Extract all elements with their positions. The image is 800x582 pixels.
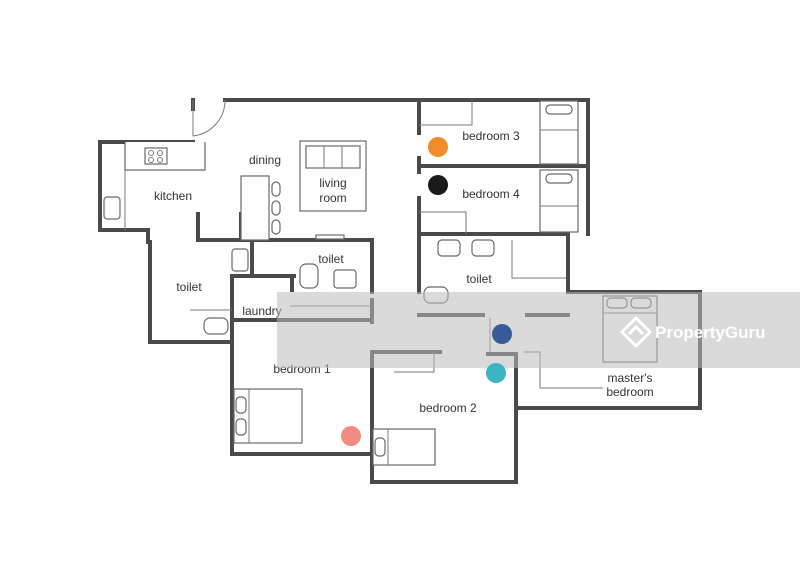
marker-bedroom-3[interactable] xyxy=(428,137,448,157)
label-laundry: laundry xyxy=(242,304,281,318)
label-toilet-center: toilet xyxy=(318,252,344,266)
watermark-band xyxy=(277,292,800,368)
markers xyxy=(341,137,512,446)
label-living-line2: room xyxy=(319,191,346,205)
left-toilet-fixtures xyxy=(203,248,249,335)
kitchen-fixtures xyxy=(103,142,206,230)
bedroom-2-bed xyxy=(372,428,436,466)
dining-table xyxy=(240,175,281,241)
room-labels: kitchen dining living room bedroom 3 bed… xyxy=(154,129,654,415)
marker-corridor[interactable] xyxy=(492,324,512,344)
propertyguru-logo-icon xyxy=(619,315,653,349)
sofa xyxy=(299,140,367,240)
marker-bedroom-1[interactable] xyxy=(341,426,361,446)
label-bedroom-3: bedroom 3 xyxy=(462,129,520,143)
bedroom-3-bed xyxy=(539,100,579,165)
label-toilet-left: toilet xyxy=(176,280,202,294)
bedroom-4-bed xyxy=(539,169,579,233)
center-toilet-fixtures xyxy=(299,263,357,289)
label-toilet-right: toilet xyxy=(466,272,492,286)
label-bedroom-2: bedroom 2 xyxy=(419,401,477,415)
bedroom-1-bed xyxy=(233,388,303,444)
watermark-text: PropertyGuru xyxy=(655,323,766,342)
label-living-line1: living xyxy=(319,176,346,190)
label-master-line2: bedroom xyxy=(606,385,653,399)
label-bedroom-4: bedroom 4 xyxy=(462,187,520,201)
watermark: PropertyGuru xyxy=(277,292,800,368)
marker-bedroom-4[interactable] xyxy=(428,175,448,195)
label-master-line1: master's xyxy=(608,371,653,385)
label-kitchen: kitchen xyxy=(154,189,192,203)
marker-bedroom-2[interactable] xyxy=(486,363,506,383)
label-dining: dining xyxy=(249,153,281,167)
